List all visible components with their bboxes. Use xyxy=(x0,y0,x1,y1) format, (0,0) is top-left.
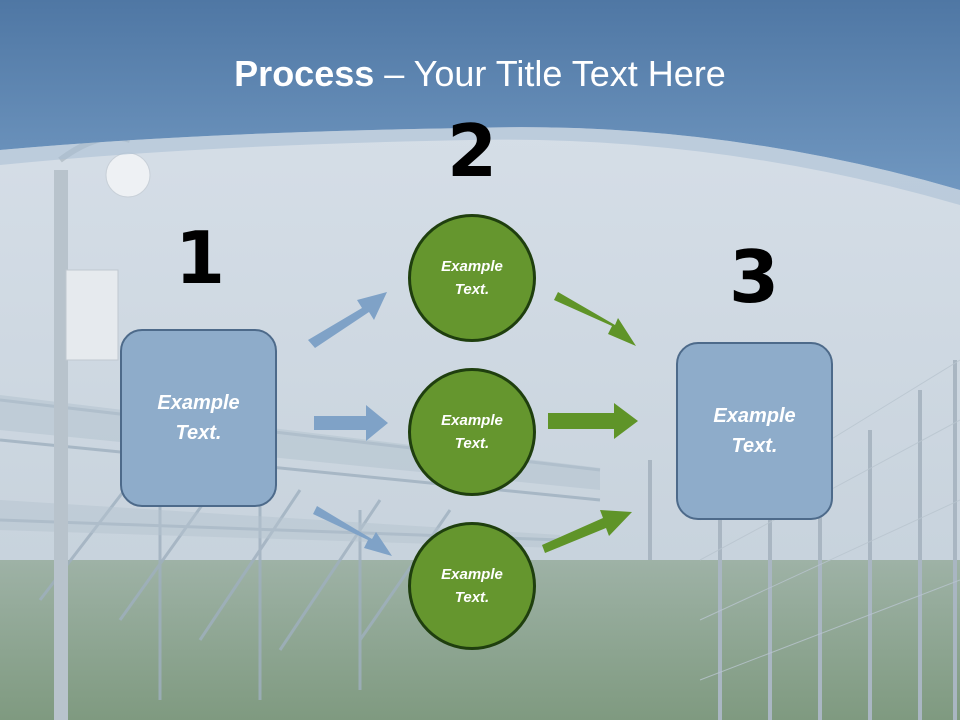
step-number-1: 1 xyxy=(174,216,226,300)
circle-top-text: Example Text. xyxy=(441,258,503,298)
title-rest: – Your Title Text Here xyxy=(374,53,726,94)
start-box: Example Text. xyxy=(120,329,277,507)
arrow-blue-middle xyxy=(314,405,388,441)
arrow-blue-down xyxy=(313,506,392,556)
title-bold: Process xyxy=(234,53,375,94)
arrow-green-up xyxy=(542,510,632,553)
arrow-green-middle xyxy=(548,403,638,439)
circle-bottom-text: Example Text. xyxy=(441,566,503,606)
end-box-text: Example Text. xyxy=(713,405,796,457)
process-circle-middle: Example Text. xyxy=(408,368,536,496)
step-number-3: 3 xyxy=(728,235,780,319)
step-number-2: 2 xyxy=(446,109,498,193)
arrow-green-down xyxy=(554,292,636,346)
slide-title: Process – Your Title Text Here xyxy=(0,52,960,96)
process-circle-bottom: Example Text. xyxy=(408,522,536,650)
start-box-text: Example Text. xyxy=(157,392,240,444)
circle-middle-text: Example Text. xyxy=(441,412,503,452)
process-circle-top: Example Text. xyxy=(408,214,536,342)
end-box: Example Text. xyxy=(676,342,833,520)
arrow-blue-up xyxy=(308,292,387,348)
